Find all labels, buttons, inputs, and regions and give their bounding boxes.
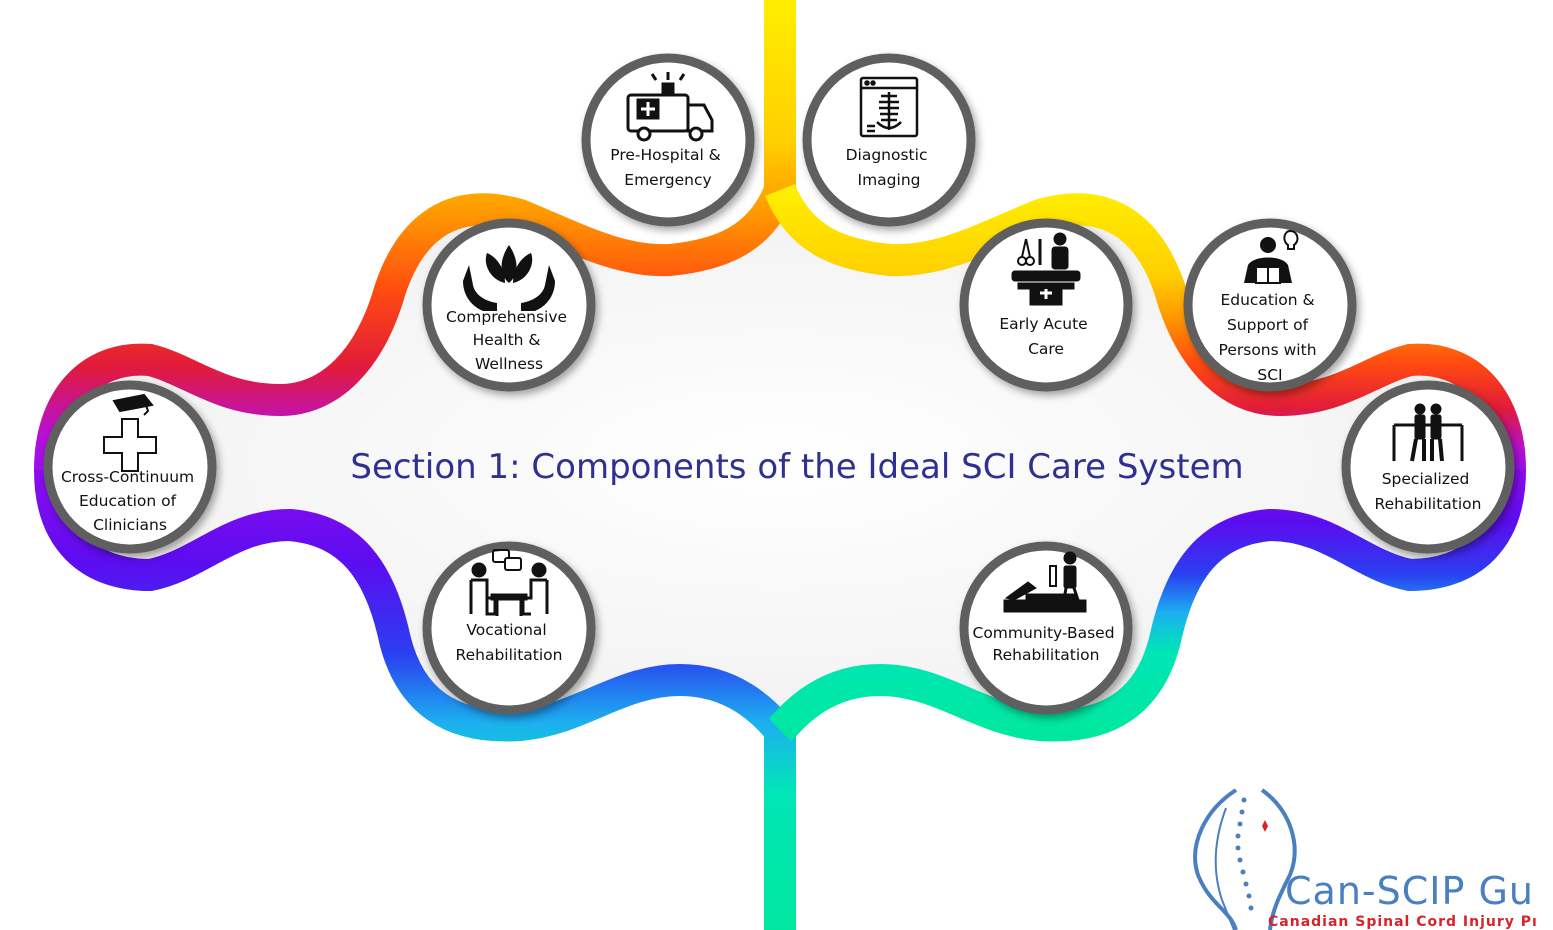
- node-education-support: Education & Support of Persons with SCI: [1183, 218, 1357, 392]
- pathway-bottom-left: [34, 469, 796, 930]
- pathway-top: [34, 0, 796, 471]
- logo-name: Can-SCIP Gu: [1285, 869, 1534, 913]
- parallel-bars-icon: [1392, 403, 1464, 462]
- lotus-hands-icon: [463, 245, 555, 311]
- interview-icon: [469, 549, 549, 616]
- node-label: Early Acute Care: [999, 315, 1092, 358]
- node-specialized-rehab: Specialized Rehabilitation: [1341, 380, 1515, 554]
- node-label: Cross-Continuum Education of Clinicians: [61, 468, 199, 534]
- node-vocational-rehab: Vocational Rehabilitation: [422, 541, 596, 715]
- node-diagnostic-imaging: Diagnostic Imaging: [802, 53, 976, 227]
- node-label: Comprehensive Health & Wellness: [446, 308, 572, 373]
- bed-caregiver-icon: [1003, 551, 1087, 613]
- diagram-title: Section 1: Components of the Ideal SCI C…: [350, 447, 1243, 487]
- inner-area: [50, 190, 1510, 730]
- node-early-acute-care: Early Acute Care: [959, 218, 1133, 392]
- node-community-rehab: Community-Based Rehabilitation: [959, 541, 1133, 715]
- spine-icon: [1193, 788, 1297, 930]
- node-label: Vocational Rehabilitation: [456, 621, 563, 664]
- node-label: Specialized Rehabilitation: [1375, 470, 1482, 513]
- node-pre-hospital: Pre-Hospital & Emergency: [581, 53, 755, 227]
- node-comprehensive-health: Comprehensive Health & Wellness: [422, 218, 596, 392]
- graduation-cross-icon: [103, 393, 157, 472]
- logo: Can-SCIP Gu Canadian Spinal Cord Injury …: [1193, 788, 1538, 930]
- xray-icon: [859, 76, 919, 138]
- node-label: Education & Support of Persons with SCI: [1219, 291, 1322, 384]
- node-label: Pre-Hospital & Emergency: [610, 146, 725, 189]
- pathway-top-right: [765, 183, 1526, 471]
- node-label: Diagnostic Imaging: [846, 146, 933, 189]
- pathway-bottom-right: [768, 469, 1526, 742]
- reading-person-icon: [1244, 229, 1299, 284]
- surgery-icon: [1011, 232, 1081, 306]
- node-cross-continuum: Cross-Continuum Education of Clinicians: [43, 380, 217, 554]
- ambulance-icon: [626, 72, 714, 142]
- node-label: Community-Based Rehabilitation: [973, 624, 1120, 664]
- logo-tagline: Canadian Spinal Cord Injury Pı: [1268, 914, 1538, 930]
